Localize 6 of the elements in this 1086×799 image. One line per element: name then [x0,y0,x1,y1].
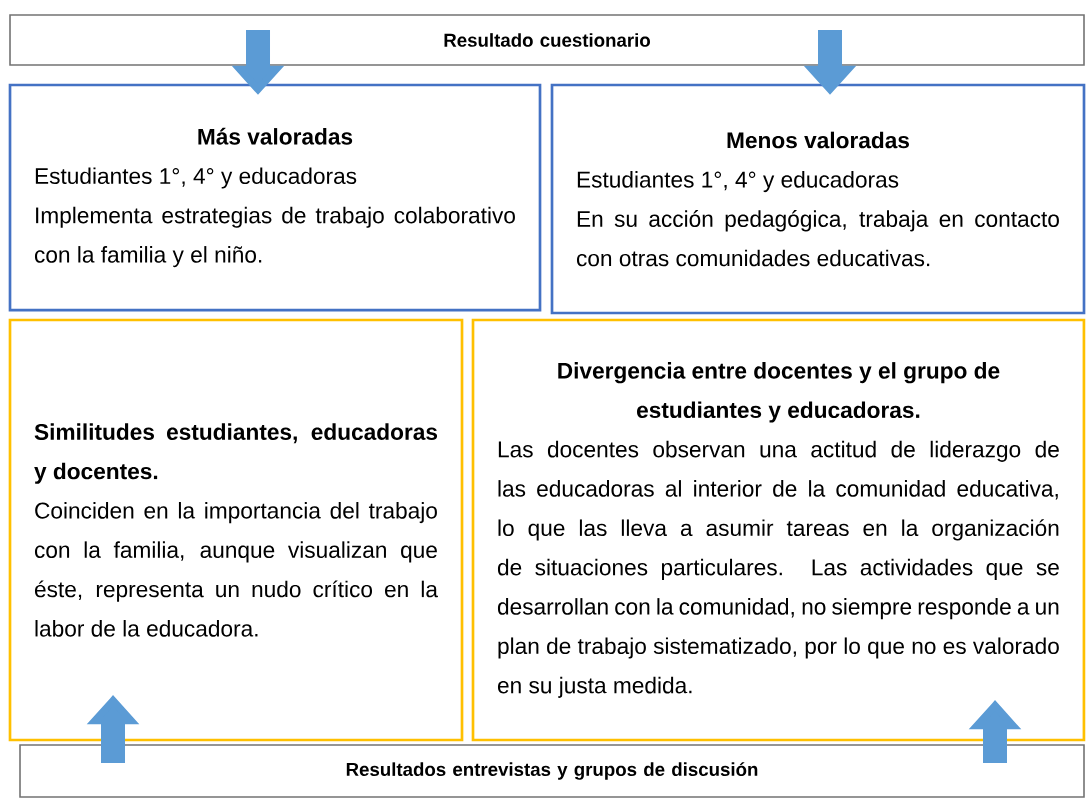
text-box: Más valoradas Estudiantes 1°, 4° y educadoras Implementa estrategias de trabajo colaborativo con la familia y el niño. [8,83,542,312]
text-box: Menos valoradas Estudiantes 1°, 4° y educadoras En su acción pedagógica, trabaja en contacto con otras comunidades educativas. [550,83,1086,315]
text-box: Similitudes estudiantes, educadoras y docentes. Coinciden en la importancia del trabajo con la familia, aunque visualizan que éste, representa un nudo crítico en la labor de la educadora. [8,318,464,742]
title-bar: Resultados entrevistas y grupos de discusión [19,744,1085,798]
title-bar: Resultado cuestionario [9,14,1085,66]
text-box: Divergencia entre docentes y el grupo de estudiantes y educadoras. Las docentes observan una actitud de liderazgo de las educadoras al interior de la comunidad educativa, lo que las lleva a asumir tareas en la organización de situaciones particulares. Las actividades que se desarrollan con la comunidad, no siempre responde a un plan de trabajo sistematizado, por lo que no es valorado en su justa medida. [471,318,1086,742]
